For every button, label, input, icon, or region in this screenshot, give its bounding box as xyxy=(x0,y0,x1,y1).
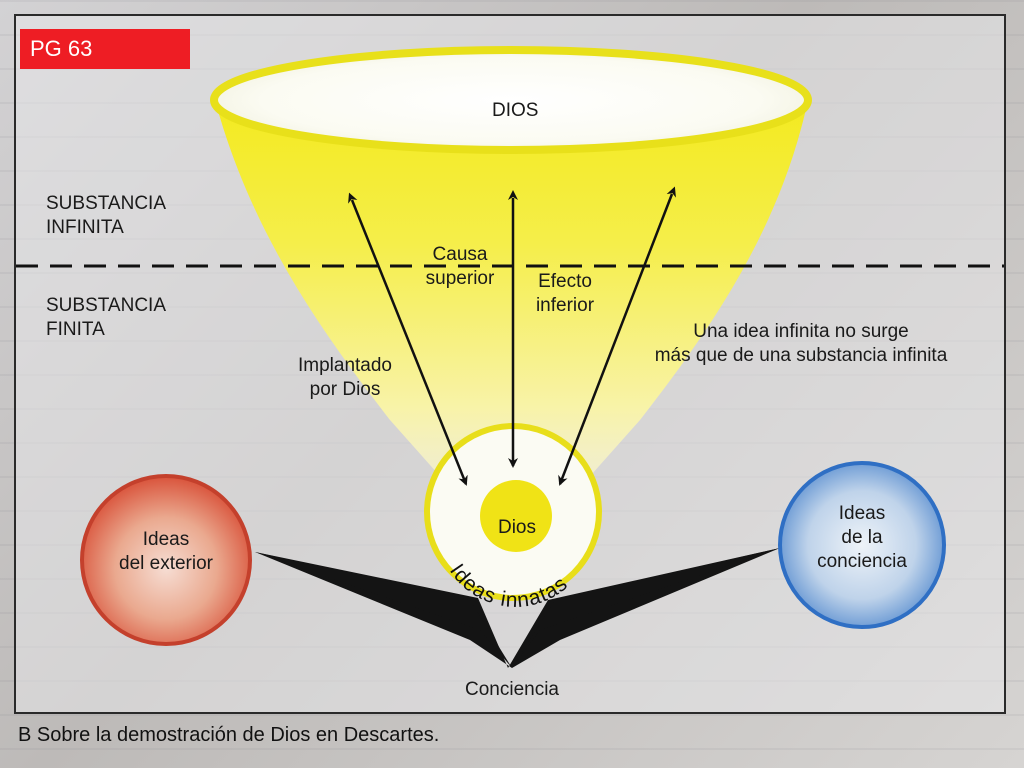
ideas-exterior-label-1: Ideas xyxy=(142,529,190,550)
substancia-infinita-label-1: SUBSTANCIA xyxy=(46,193,167,214)
cone-top-ellipse xyxy=(210,46,812,154)
page-tag: PG 63 xyxy=(20,29,190,69)
arrow-efecto xyxy=(558,186,676,486)
idea-infinita-label-2: más que de una substancia infinita xyxy=(654,345,948,366)
substancia-infinita-label-2: INFINITA xyxy=(46,217,124,238)
dios-inner-label: Dios xyxy=(497,517,536,538)
figure-caption: B Sobre la demostración de Dios en Desca… xyxy=(18,724,440,746)
ideas-exterior-label-2: del exterior xyxy=(119,553,213,574)
inner-god-circle xyxy=(480,480,552,552)
conciencia-wedge xyxy=(255,548,780,668)
substancia-finita-label-2: FINITA xyxy=(46,319,105,340)
implantado-label-1: Implantado xyxy=(297,355,392,376)
conciencia-label: Conciencia xyxy=(465,679,559,700)
ideas-conciencia-label-3: conciencia xyxy=(817,551,907,572)
arrow-implantado xyxy=(348,192,468,486)
dios-top-label: DIOS xyxy=(492,100,539,121)
implantado-label-2: por Dios xyxy=(309,379,381,400)
ideas-conciencia-label-2: de la xyxy=(841,527,883,548)
causa-label-2: superior xyxy=(425,268,495,289)
substancia-finita-label-1: SUBSTANCIA xyxy=(46,295,167,316)
ideas-conciencia-label-1: Ideas xyxy=(838,503,886,524)
idea-infinita-label-1: Una idea infinita no surge xyxy=(693,321,909,342)
efecto-label-1: Efecto xyxy=(538,271,592,292)
efecto-label-2: inferior xyxy=(535,295,595,316)
causa-label-1: Causa xyxy=(432,244,488,265)
exterior-circle xyxy=(80,474,252,646)
conciencia-circle xyxy=(778,461,946,629)
